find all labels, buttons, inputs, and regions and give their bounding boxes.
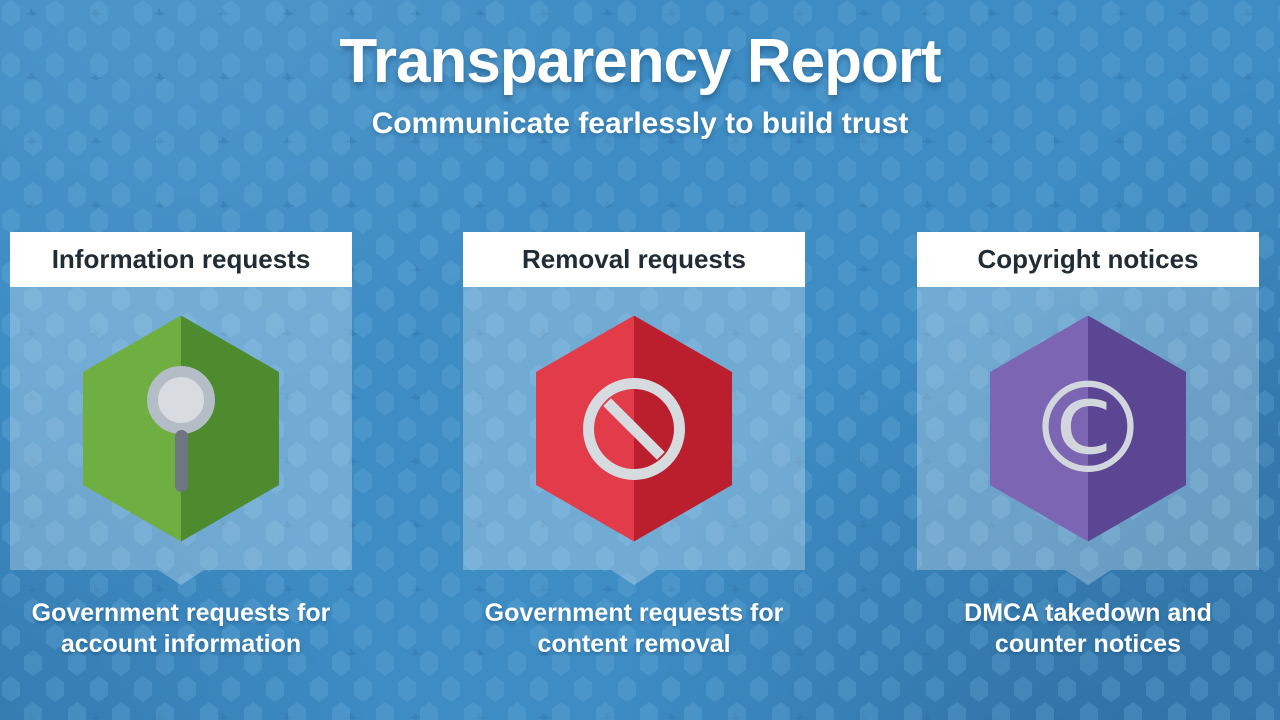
purple-hexagon: © [990,315,1186,542]
green-hexagon [83,315,279,542]
column-information-requests: Information requests Government requests… [10,232,352,659]
icon-panel [10,287,352,570]
column-header: Removal requests [463,232,805,287]
caption-line-1: DMCA takedown and [964,599,1212,627]
prohibition-slash [603,397,665,460]
column-removal-requests: Removal requests Government requests for… [463,232,805,659]
page-title: Transparency Report [339,27,941,96]
red-hexagon [536,315,732,542]
page-subtitle: Communicate fearlessly to build trust [371,107,909,140]
column-copyright-notices: Copyright notices © DMCA takedown and co… [917,232,1259,659]
column-caption: Government requests for content removal [463,598,805,659]
column-caption: DMCA takedown and counter notices [917,598,1259,659]
icon-panel [463,287,805,570]
copyright-icon: © [1025,354,1151,502]
title-block: Transparency Report Communicate fearless… [0,26,1280,141]
prohibition-icon [583,377,685,480]
caption-line-2: content removal [537,629,731,658]
icon-panel: © [917,287,1259,570]
column-caption: Government requests for account informat… [10,598,352,659]
magnifier-lens [147,365,215,434]
column-header: Copyright notices [917,232,1259,287]
magnifier-icon [147,365,215,492]
magnifier-handle [174,429,188,492]
caption-line-2: counter notices [994,629,1182,658]
caption-line-2: account information [60,629,302,658]
caption-line-1: Government requests for [484,599,784,627]
caption-line-1: Government requests for [31,599,331,627]
column-header: Information requests [10,232,352,287]
